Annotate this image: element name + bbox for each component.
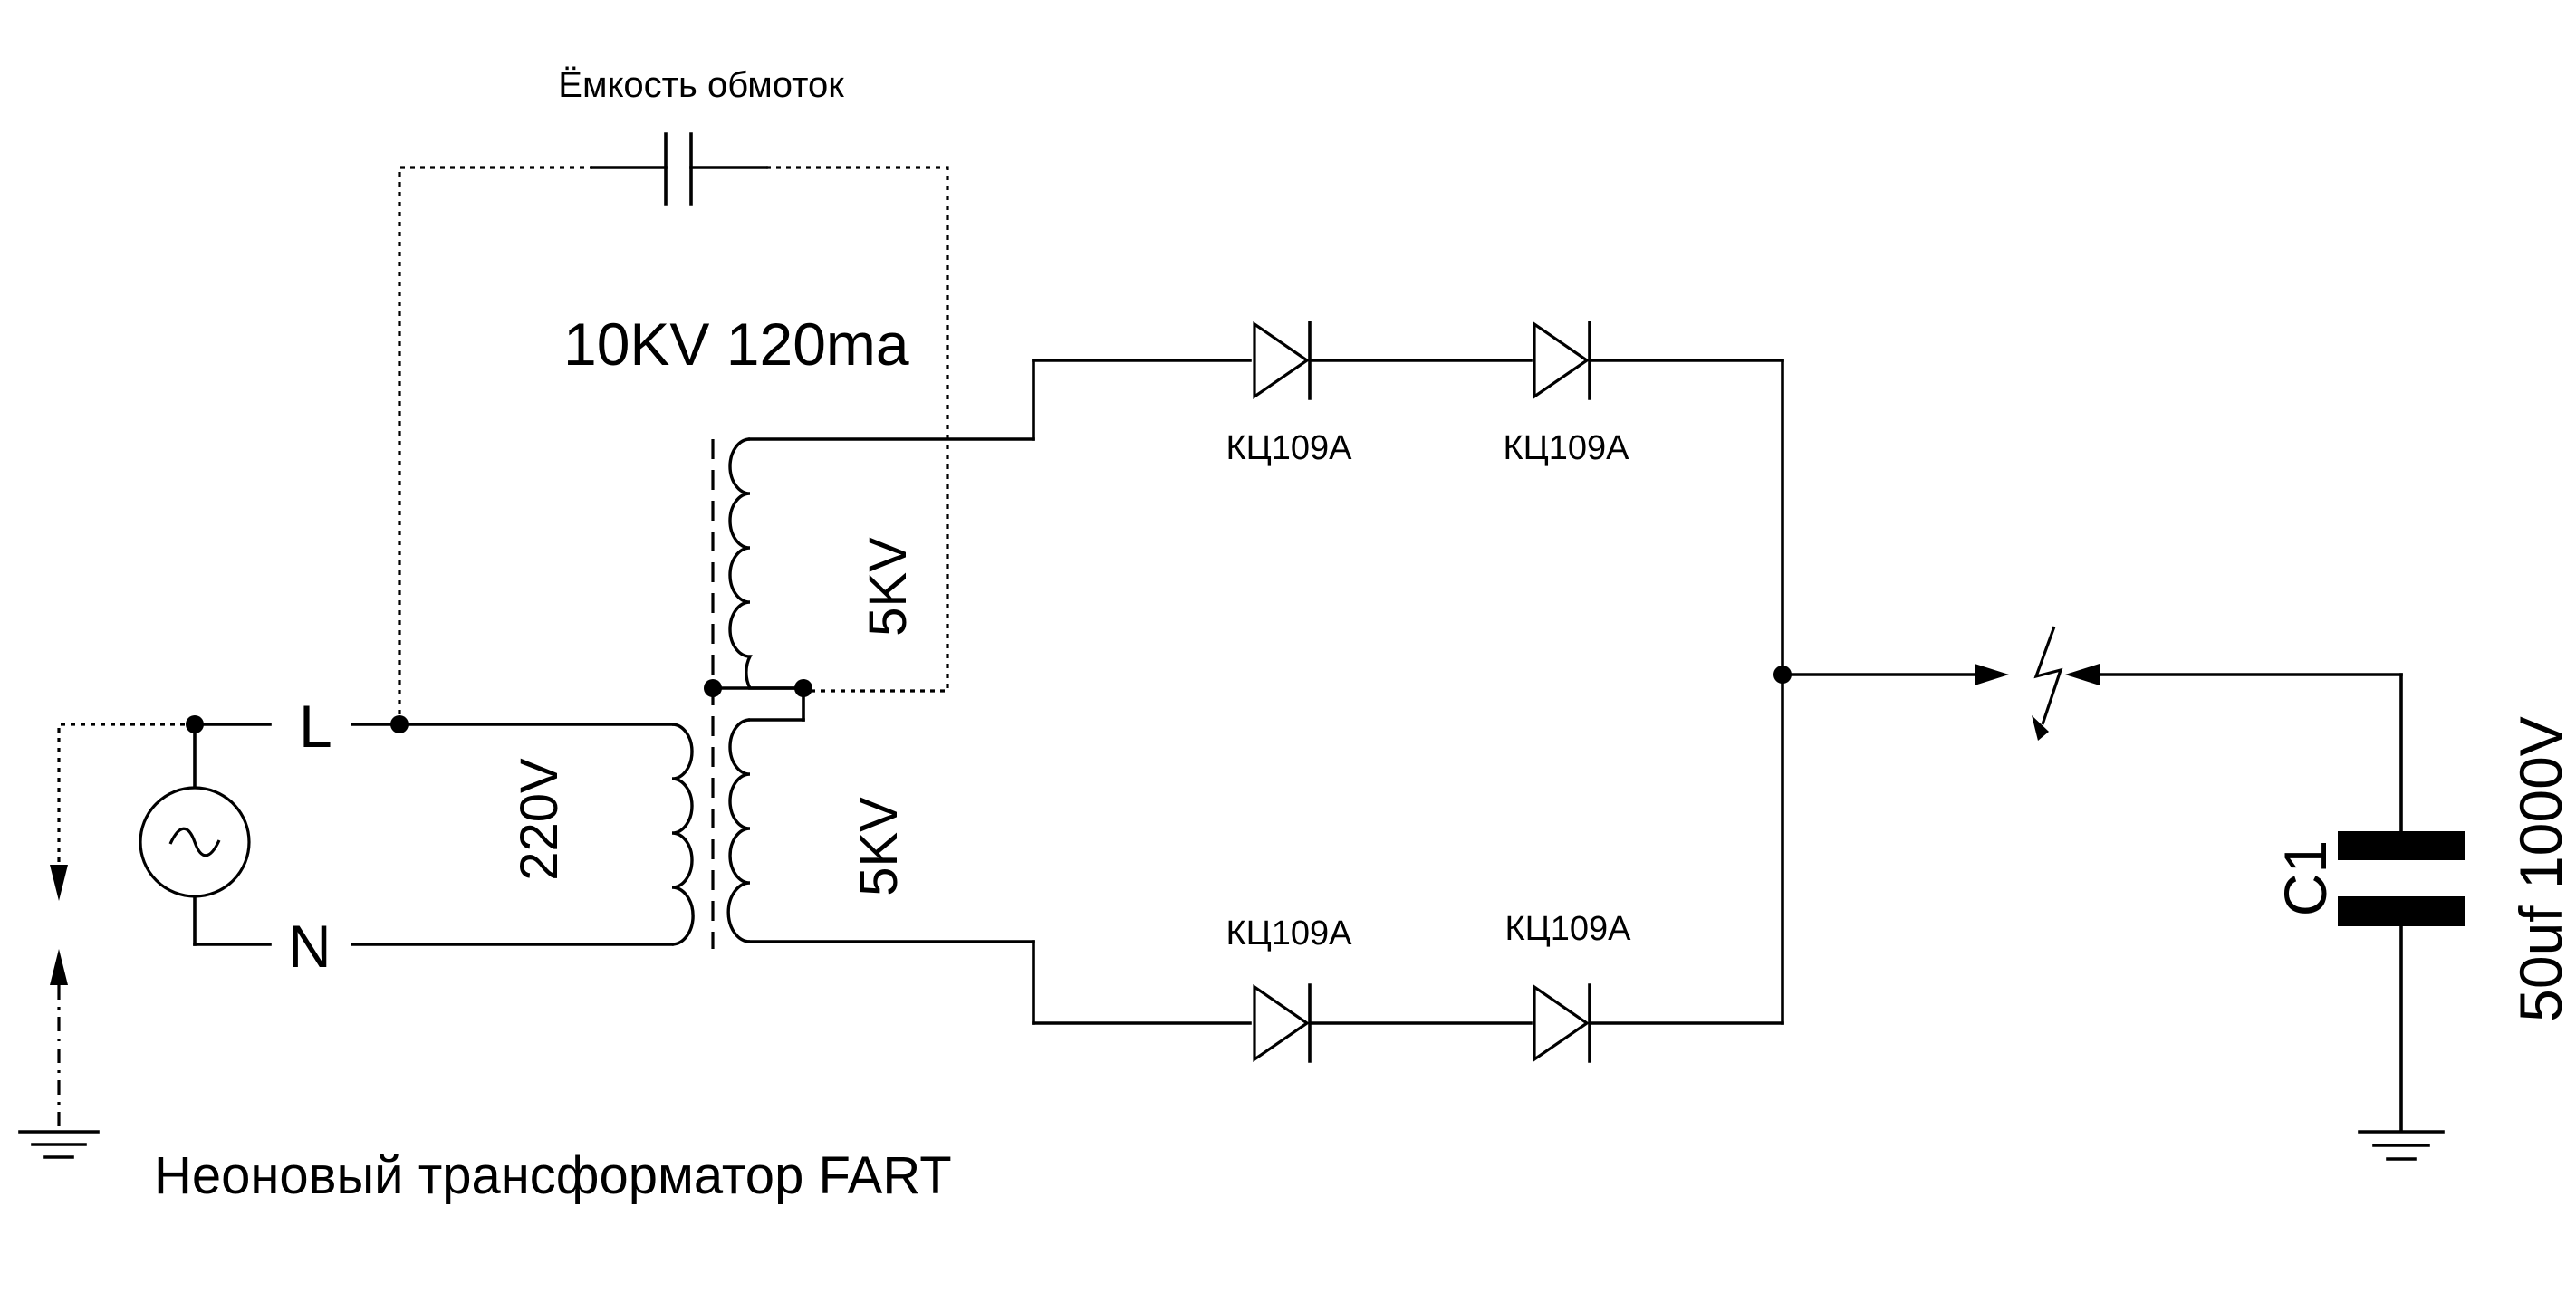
transformer-rating-label: 10KV 120ma xyxy=(563,311,909,378)
terminal-line-label: L xyxy=(299,693,332,760)
diode-bottom-left xyxy=(1253,983,1312,1063)
ground-icon xyxy=(2358,1130,2445,1161)
diode-top-right-label: КЦ109А xyxy=(1504,429,1630,467)
capacitor-value-label: 50uf 1000V xyxy=(2507,716,2574,1022)
ground-icon xyxy=(18,1130,100,1159)
diode-top-left-label: КЦ109А xyxy=(1226,429,1353,467)
diagram-caption: Неоновый трансформатор FART xyxy=(154,1146,952,1205)
diode-top-right xyxy=(1533,321,1591,400)
capacitor-c1 xyxy=(2338,831,2465,926)
secondary-upper-label: 5KV xyxy=(859,537,918,637)
diode-top-left xyxy=(1253,321,1312,400)
winding-capacitance-loop xyxy=(398,132,949,724)
center-tap xyxy=(704,679,812,722)
output-rail xyxy=(1773,359,2009,1025)
spark-gap-icon xyxy=(2032,626,2063,741)
capacitor-rail xyxy=(2065,664,2403,1132)
diode-bottom-left-label: КЦ109А xyxy=(1226,915,1353,953)
diode-bottom-right-label: КЦ109А xyxy=(1505,910,1632,948)
top-rectifier-branch xyxy=(1032,359,1784,441)
primary-winding xyxy=(351,723,695,946)
earth-connection xyxy=(50,723,195,1132)
secondary-winding-lower xyxy=(726,718,1035,943)
bottom-rectifier-branch xyxy=(1032,940,1784,1025)
secondary-lower-label: 5KV xyxy=(850,797,908,896)
capacitor-name-label: C1 xyxy=(2272,840,2339,916)
primary-label: 220V xyxy=(510,758,569,881)
diode-bottom-right xyxy=(1533,983,1591,1063)
winding-capacitance-label: Ёмкость обмоток xyxy=(558,65,844,105)
line-capacitance-node xyxy=(390,715,409,733)
ac-source-icon xyxy=(139,723,251,946)
terminal-neutral-label: N xyxy=(288,913,332,980)
